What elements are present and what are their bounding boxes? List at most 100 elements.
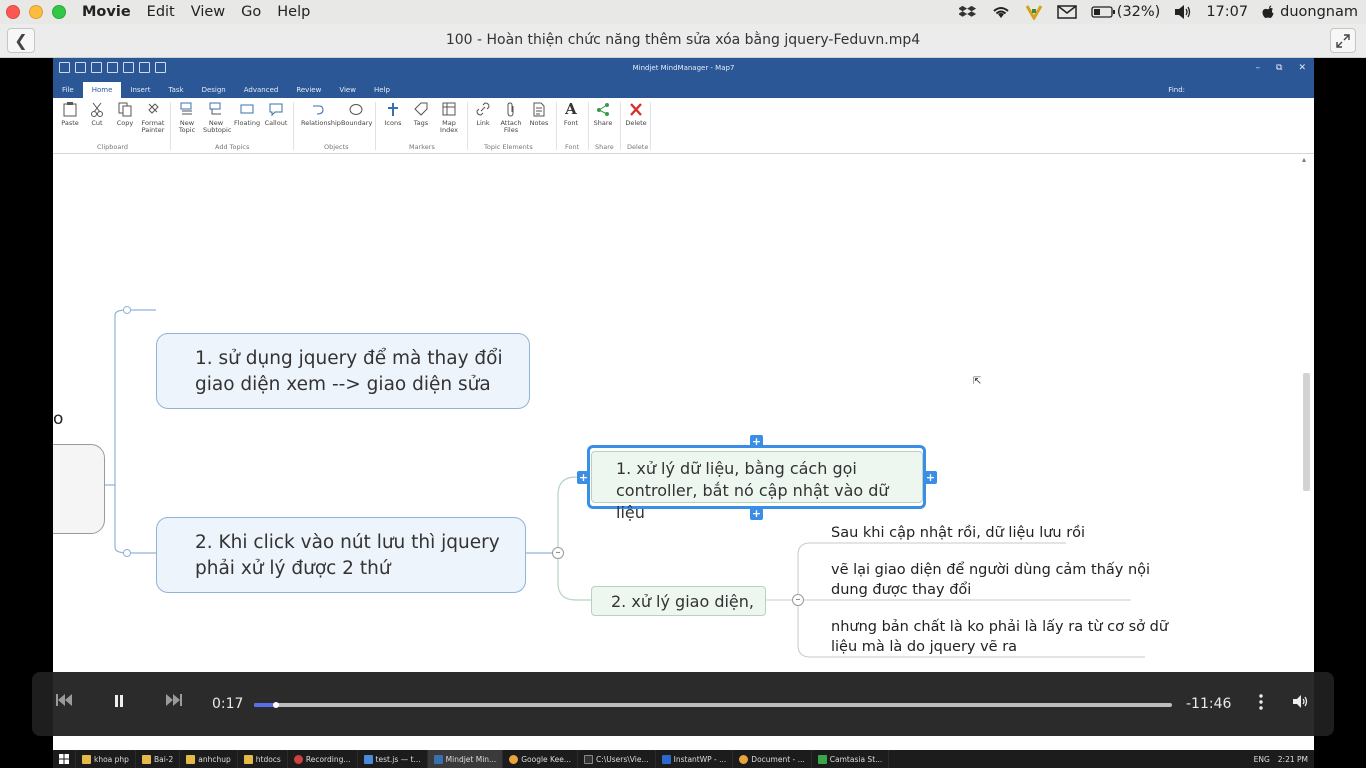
taskbar-item[interactable]: Bai-2 <box>136 750 181 768</box>
taskbar-item[interactable]: anhchup <box>180 750 238 768</box>
taskbar-item-active[interactable]: Mindjet Min... <box>427 750 504 768</box>
tab-task[interactable]: Task <box>168 86 184 94</box>
minimize-icon[interactable]: – <box>1255 63 1261 73</box>
more-options-icon[interactable] <box>1259 694 1263 714</box>
callout-button[interactable]: Callout <box>263 102 289 127</box>
collapse-toggle[interactable]: – <box>552 547 564 559</box>
save-icon[interactable] <box>91 62 102 73</box>
taskbar-item[interactable]: test.js — t... <box>358 750 428 768</box>
subtopic-2[interactable]: 2. xử lý giao diện, <box>591 586 766 616</box>
pause-icon[interactable] <box>114 695 124 711</box>
user-menu[interactable]: duongnam <box>1262 4 1358 20</box>
dropbox-icon[interactable] <box>958 4 977 20</box>
add-topic-handle-bottom[interactable]: + <box>750 507 763 520</box>
icons-button[interactable]: Icons <box>380 102 406 127</box>
subtopic-1[interactable]: 1. xử lý dữ liệu, bằng cách gọi controll… <box>591 451 923 522</box>
battery-indicator[interactable]: (32%) <box>1091 4 1160 20</box>
taskbar-item[interactable]: htdocs <box>238 750 288 768</box>
note-topic-3[interactable]: nhưng bản chất là ko phải là lấy ra từ c… <box>831 618 1168 657</box>
taskbar-clock[interactable]: 2:21 PM <box>1277 754 1308 764</box>
note-topic-1[interactable]: Sau khi cập nhật rồi, dữ liệu lưu rồi <box>831 524 1085 544</box>
vertical-scrollbar[interactable]: ▴ <box>1302 155 1310 730</box>
open-file-icon[interactable] <box>75 62 86 73</box>
menu-view[interactable]: View <box>190 4 226 20</box>
video-frame[interactable]: Mindjet MindManager - Map7 – ⧉ ✕ File Ho… <box>53 58 1314 750</box>
tab-file[interactable]: File <box>62 86 74 94</box>
help-icon[interactable] <box>155 62 166 73</box>
boundary-icon <box>348 102 364 117</box>
volume-icon[interactable] <box>1293 695 1309 712</box>
boundary-button[interactable]: Boundary <box>341 102 372 127</box>
zoom-window-button[interactable] <box>52 5 66 19</box>
tab-insert[interactable]: Insert <box>130 86 151 94</box>
minimize-window-button[interactable] <box>29 5 43 19</box>
fullscreen-button[interactable] <box>1330 28 1356 53</box>
taskbar-item[interactable]: Google Kee... <box>503 750 578 768</box>
link-button[interactable]: Link <box>470 102 496 127</box>
paste-button[interactable]: Paste <box>57 102 83 127</box>
tab-view[interactable]: View <box>339 86 356 94</box>
central-topic[interactable] <box>53 444 105 534</box>
taskbar-item[interactable]: InstantWP - ... <box>656 750 734 768</box>
rewind-icon[interactable] <box>56 694 74 710</box>
wifi-icon[interactable] <box>991 4 1011 20</box>
main-topic-1[interactable]: 1. sử dụng jquery để mà thay đổi giao di… <box>156 333 530 409</box>
copy-button[interactable]: Copy <box>112 102 138 127</box>
add-topic-handle-top[interactable]: + <box>750 435 763 448</box>
taskbar-item[interactable]: C:\Users\Vie... <box>578 750 656 768</box>
start-button[interactable] <box>53 750 76 768</box>
notes-button[interactable]: Notes <box>526 102 552 127</box>
new-file-icon[interactable] <box>59 62 70 73</box>
back-button[interactable]: ❮ <box>7 28 35 53</box>
taskbar-item[interactable]: khoa php <box>76 750 136 768</box>
main-topic-2[interactable]: 2. Khi click vào nút lưu thì jquery phải… <box>156 517 526 593</box>
new-topic-label-1: New <box>179 119 195 127</box>
undo-icon[interactable] <box>123 62 134 73</box>
progress-knob[interactable] <box>273 702 280 708</box>
restore-icon[interactable]: ⧉ <box>1276 63 1283 73</box>
add-topic-handle-left[interactable]: + <box>577 471 590 484</box>
tab-home[interactable]: Home <box>82 82 122 98</box>
scroll-up-icon[interactable]: ▴ <box>1302 155 1307 164</box>
close-icon[interactable]: ✕ <box>1298 63 1306 73</box>
tab-help[interactable]: Help <box>373 86 390 94</box>
taskbar-item[interactable]: Recording... <box>288 750 358 768</box>
close-window-button[interactable] <box>6 5 20 19</box>
taskbar-item[interactable]: Camtasia St... <box>812 750 890 768</box>
cut-button[interactable]: Cut <box>84 102 110 127</box>
taskbar-item[interactable]: Document - ... <box>733 750 812 768</box>
menu-movie[interactable]: Movie <box>82 4 131 20</box>
menu-edit[interactable]: Edit <box>146 4 175 20</box>
relationship-button[interactable]: Relationship <box>301 102 341 127</box>
map-canvas[interactable]: o 1. sử dụng jquery để mà thay đổi giao … <box>53 155 1314 730</box>
vector-icon[interactable] <box>1025 4 1043 20</box>
share-button[interactable]: Share <box>590 102 616 127</box>
note-topic-2[interactable]: vẽ lại giao diện để người dùng cảm thấy … <box>831 561 1150 600</box>
fast-forward-icon[interactable] <box>166 694 184 710</box>
tags-button[interactable]: Tags <box>408 102 434 127</box>
add-topic-handle-right[interactable]: + <box>924 471 937 484</box>
tab-design[interactable]: Design <box>201 86 226 94</box>
collapse-toggle[interactable]: – <box>792 594 804 606</box>
delete-button[interactable]: Delete <box>623 102 649 127</box>
menu-help[interactable]: Help <box>277 4 311 20</box>
scrollbar-thumb[interactable] <box>1303 373 1310 491</box>
floating-topic-icon <box>239 102 255 117</box>
progress-track[interactable] <box>254 702 1172 708</box>
tab-advanced[interactable]: Advanced <box>243 86 279 94</box>
tab-review[interactable]: Review <box>296 86 322 94</box>
menu-go[interactable]: Go <box>241 4 262 20</box>
volume-icon[interactable] <box>1174 5 1192 19</box>
mail-icon[interactable] <box>1057 5 1077 19</box>
clock[interactable]: 17:07 <box>1206 4 1249 20</box>
print-icon[interactable] <box>107 62 118 73</box>
floating-button[interactable]: Floating <box>234 102 260 127</box>
language-indicator[interactable]: ENG <box>1253 754 1270 764</box>
redo-icon[interactable] <box>139 62 150 73</box>
